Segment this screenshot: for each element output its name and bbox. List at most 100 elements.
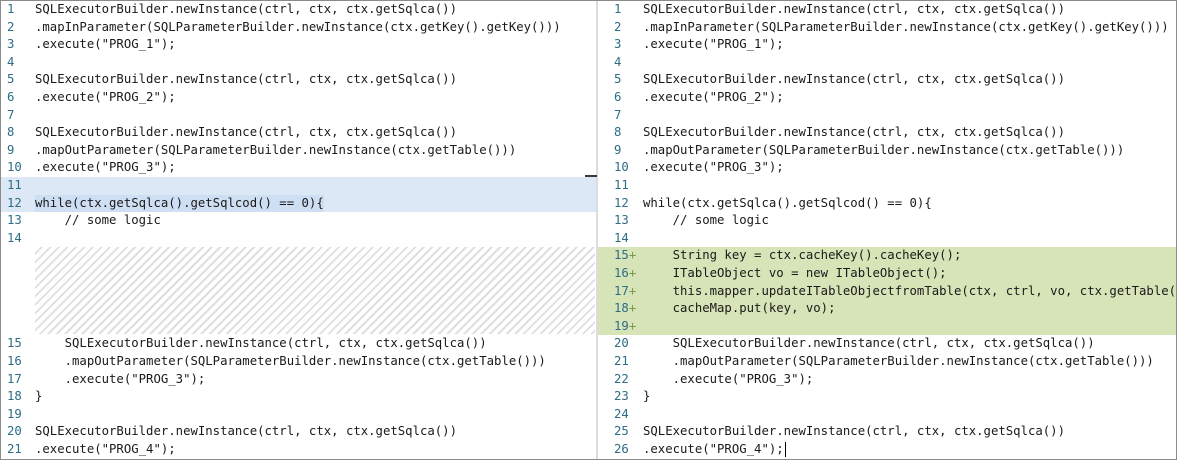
code-text: .execute("PROG_4"); [35, 441, 176, 459]
code-line[interactable]: 22 .execute("PROG_3"); [598, 371, 1176, 389]
text-cursor [784, 442, 786, 457]
line-number-value: 13 [7, 213, 22, 228]
code-text: // some logic [35, 212, 161, 230]
code-text-value: .mapOutParameter(SQLParameterBuilder.new… [643, 354, 1154, 368]
line-number: 15+ [614, 247, 644, 265]
code-line[interactable]: 2.mapInParameter(SQLParameterBuilder.new… [598, 19, 1176, 37]
code-text-value: while(ctx.getSqlca().getSqlcod() == 0){ [35, 195, 324, 210]
line-number-value: 18 [7, 389, 22, 404]
line-number: 3 [7, 36, 33, 54]
code-text-value: .execute("PROG_4"); [35, 442, 176, 456]
code-line[interactable]: 14 [1, 230, 596, 248]
code-line[interactable]: 13 // some logic [598, 212, 1176, 230]
code-line[interactable]: 18+ cacheMap.put(key, vo); [598, 300, 1176, 318]
code-text: .execute("PROG_2"); [643, 89, 784, 107]
code-text-value: .execute("PROG_3"); [35, 371, 206, 386]
line-number: 5 [614, 71, 644, 89]
line-number-value: 17 [614, 283, 629, 298]
line-number-value: 8 [614, 125, 622, 140]
code-line[interactable]: 7 [598, 107, 1176, 125]
code-line[interactable]: 12 while(ctx.getSqlca().getSqlcod() == 0)… [1, 194, 596, 213]
code-line[interactable]: 16+ ITableObject vo = new ITableObject()… [598, 265, 1176, 283]
code-line[interactable]: 11 [598, 177, 1176, 195]
line-number-value: 4 [7, 54, 15, 69]
code-text-value: .execute("PROG_3"); [643, 160, 784, 175]
code-line[interactable]: 15+ String key = ctx.cacheKey().cacheKey… [598, 247, 1176, 265]
code-line[interactable]: 18} [1, 388, 596, 406]
code-line[interactable]: 14 [598, 230, 1176, 248]
line-number: 9 [7, 142, 33, 160]
line-number-value: 20 [7, 424, 22, 439]
code-line[interactable]: 24 [598, 406, 1176, 424]
line-number-value: 15 [614, 248, 629, 263]
code-text-value: .execute("PROG_2"); [643, 90, 784, 104]
code-line[interactable]: 6.execute("PROG_2"); [1, 89, 596, 107]
code-line[interactable]: 3.execute("PROG_1"); [598, 36, 1176, 54]
line-number: 21 [7, 441, 33, 459]
line-number-value: 15 [7, 336, 22, 351]
code-line[interactable]: 17+ this.mapper.updateITableObjectfromTa… [598, 282, 1176, 301]
code-line[interactable]: 2.mapInParameter(SQLParameterBuilder.new… [1, 19, 596, 37]
line-number-value: 12 [7, 195, 22, 210]
line-number: 15 [7, 335, 33, 353]
line-number: 26 [614, 441, 644, 459]
code-line[interactable]: 20 SQLExecutorBuilder.newInstance(ctrl, … [598, 335, 1176, 353]
code-line[interactable]: 10.execute("PROG_3"); [1, 159, 596, 177]
pane-divider[interactable] [596, 1, 598, 459]
code-line[interactable]: 19+ [598, 317, 1176, 336]
code-line[interactable]: 4 [1, 54, 596, 72]
code-text-value: // some logic [35, 213, 161, 228]
code-text-value: SQLExecutorBuilder.newInstance(ctrl, ctx… [643, 2, 1065, 16]
code-line[interactable]: 21.execute("PROG_4"); [1, 441, 596, 459]
code-text: .execute("PROG_3"); [35, 371, 206, 389]
code-line[interactable]: 15 SQLExecutorBuilder.newInstance(ctrl, … [1, 335, 596, 353]
code-line[interactable]: 11 [1, 177, 596, 195]
line-number: 6 [614, 89, 644, 107]
code-text-value: cacheMap.put(key, vo); [643, 301, 836, 316]
code-line[interactable]: 19 [1, 406, 596, 424]
line-number-value: 10 [614, 160, 629, 175]
code-line[interactable]: 13 // some logic [1, 212, 596, 230]
line-number-value: 10 [7, 160, 22, 175]
added-line-marker: + [628, 283, 637, 298]
code-line[interactable]: 3.execute("PROG_1"); [1, 36, 596, 54]
code-line[interactable]: 4 [598, 54, 1176, 72]
code-line[interactable]: 7 [1, 107, 596, 125]
line-number-value: 3 [7, 37, 15, 52]
code-line[interactable]: 23} [598, 388, 1176, 406]
code-line[interactable]: 17 .execute("PROG_3"); [1, 371, 596, 389]
line-number: 1 [614, 1, 644, 19]
line-number-value: 9 [614, 142, 622, 157]
code-line[interactable]: 16 .mapOutParameter(SQLParameterBuilder.… [1, 353, 596, 371]
code-text: .mapOutParameter(SQLParameterBuilder.new… [643, 353, 1154, 371]
code-line[interactable]: 21 .mapOutParameter(SQLParameterBuilder.… [598, 353, 1176, 371]
code-line[interactable]: 26.execute("PROG_4"); [598, 441, 1176, 459]
code-text-value: ITableObject vo = new ITableObject(); [643, 266, 947, 280]
code-line[interactable]: 9.mapOutParameter(SQLParameterBuilder.ne… [598, 142, 1176, 160]
line-number-value: 16 [614, 266, 629, 280]
code-line[interactable]: 10 .execute("PROG_3"); [598, 159, 1176, 177]
code-text: .mapInParameter(SQLParameterBuilder.newI… [643, 19, 1169, 37]
line-number: 18 [7, 388, 33, 406]
line-number: 21 [614, 353, 644, 371]
line-number-value: 26 [614, 442, 629, 456]
code-text-value: .execute("PROG_2"); [35, 90, 176, 104]
code-line[interactable]: 9.mapOutParameter(SQLParameterBuilder.ne… [1, 142, 596, 160]
code-text-value: // some logic [643, 213, 769, 228]
line-number-value: 8 [7, 125, 15, 140]
line-number-value: 14 [614, 230, 629, 245]
code-line[interactable]: 6.execute("PROG_2"); [598, 89, 1176, 107]
code-text: } [643, 388, 650, 406]
